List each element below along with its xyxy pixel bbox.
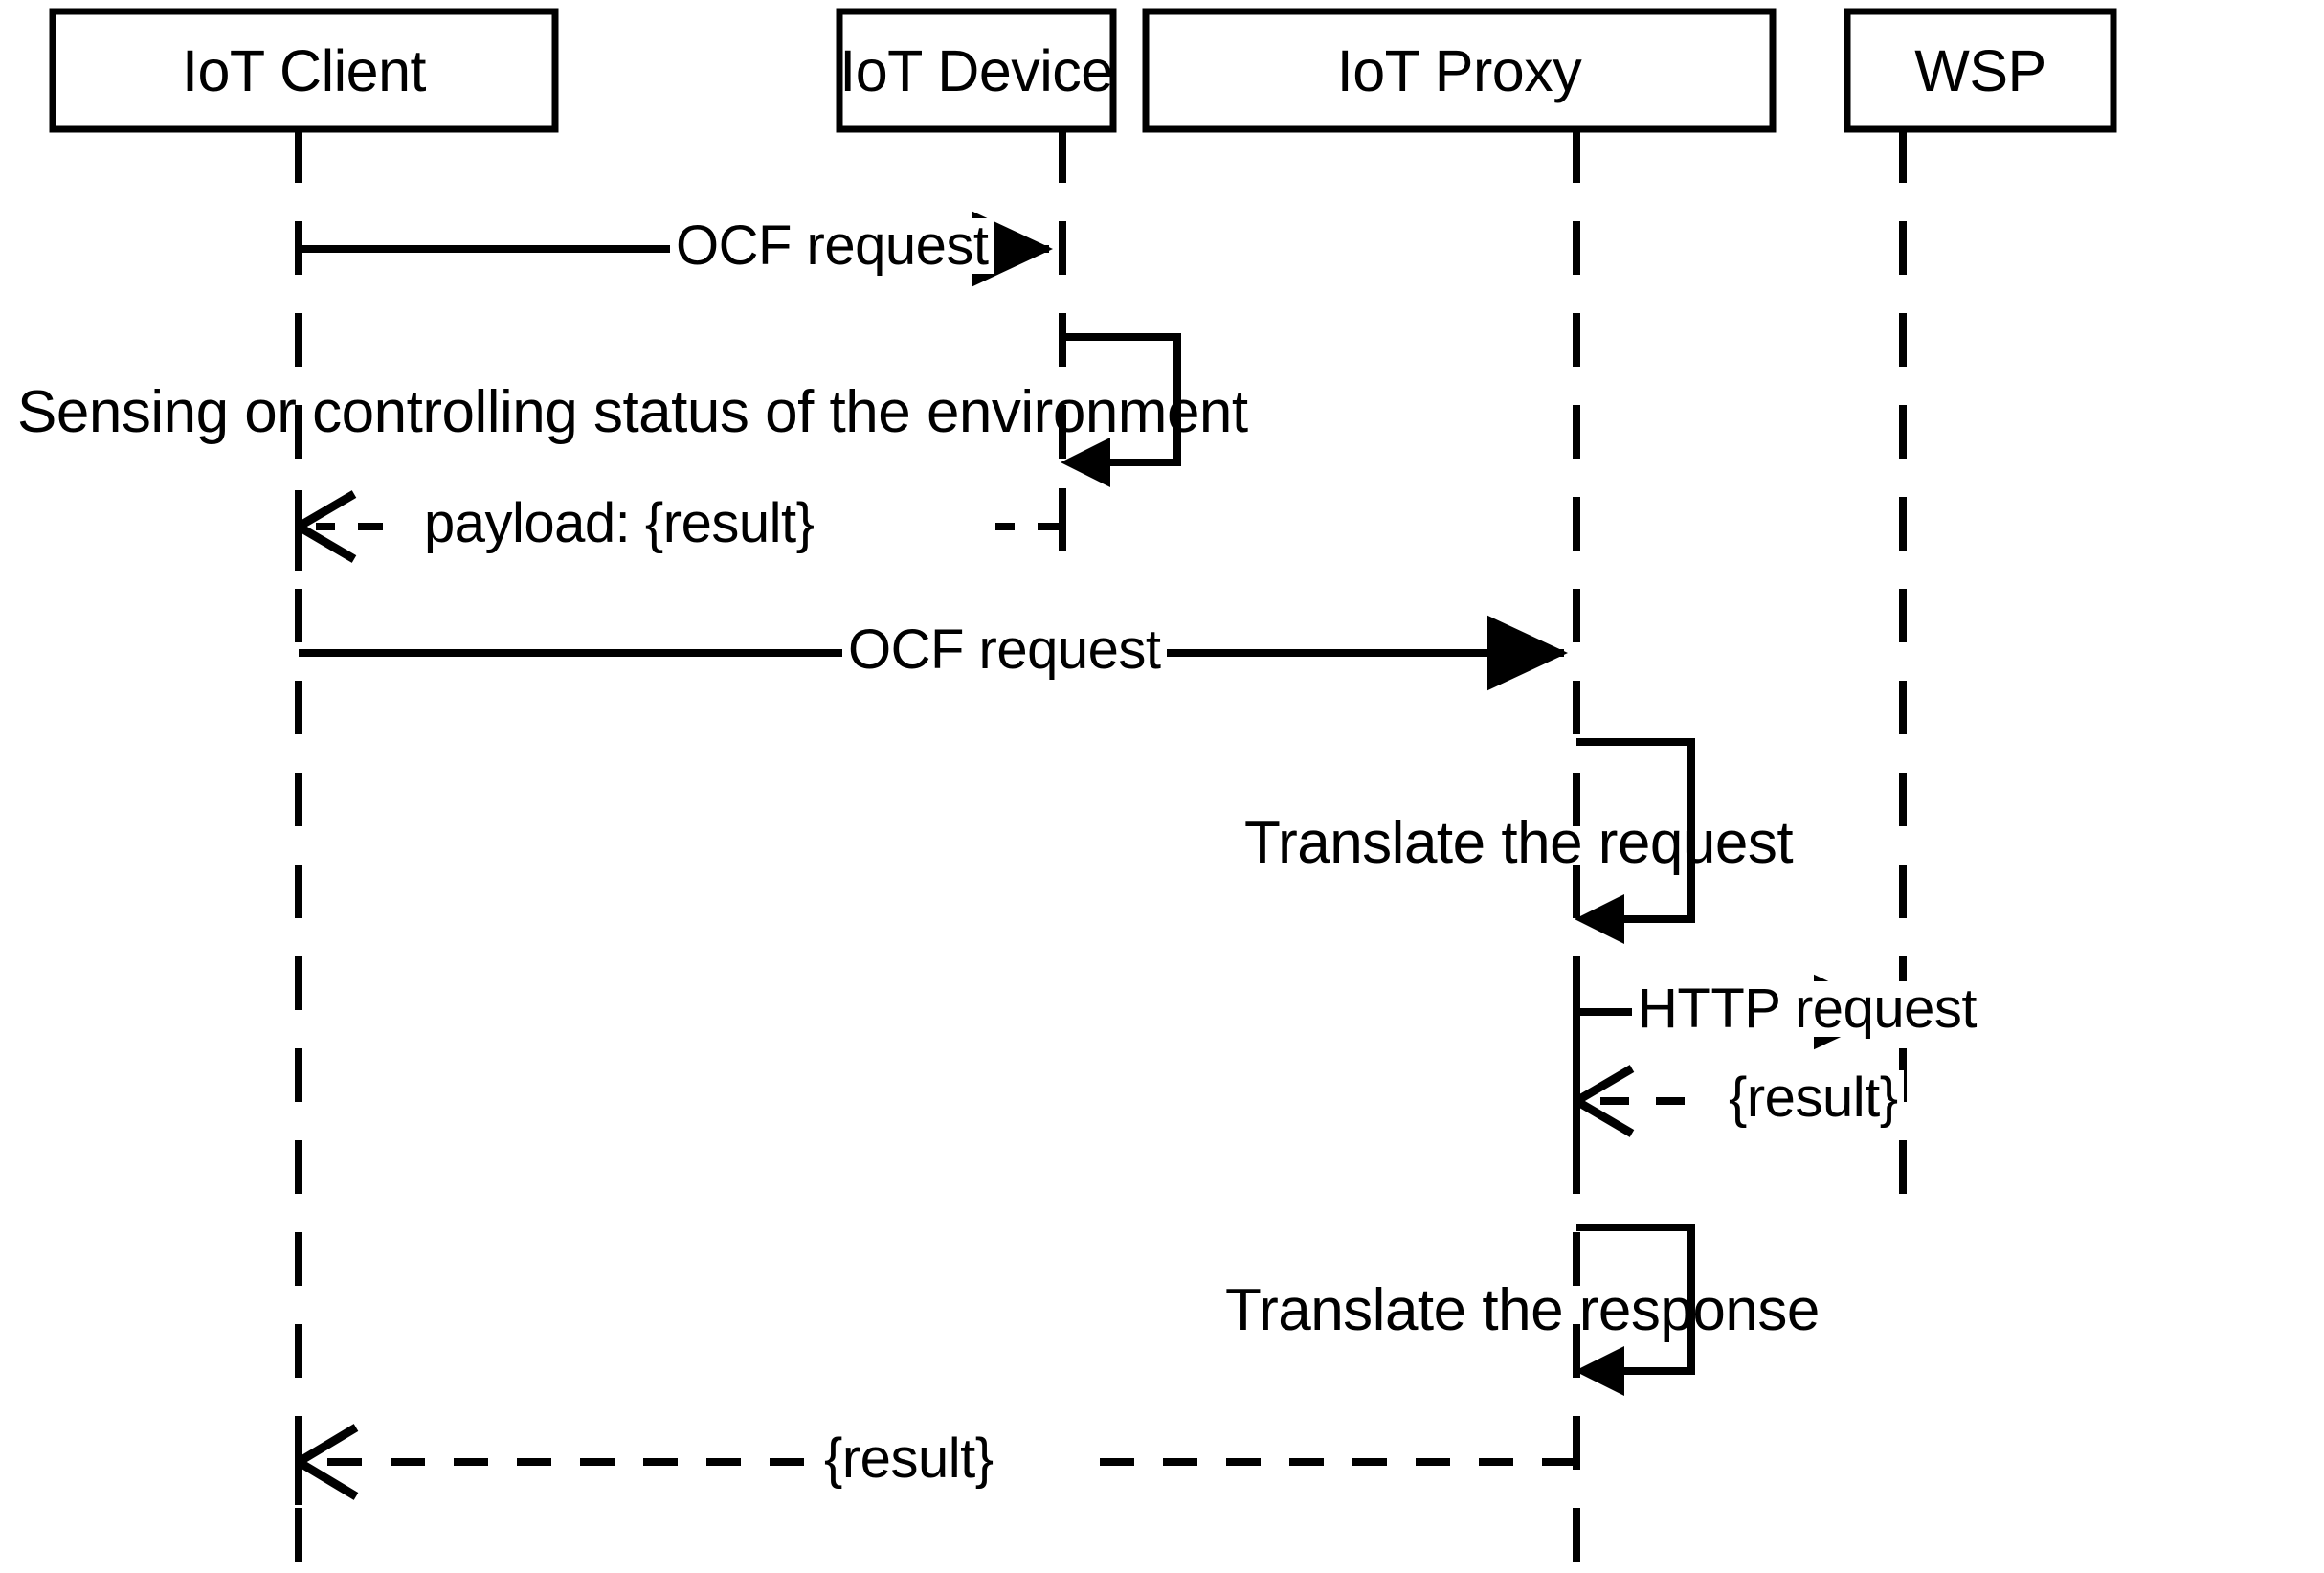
- message-arrow-result-wsp[interactable]: [1573, 1063, 1903, 1143]
- message-label-result-wsp: {result}: [1723, 1070, 1904, 1126]
- message-label-ocf-request-2: OCF request: [842, 622, 1167, 678]
- self-message-label-translate-request: Translate the request: [1244, 810, 1794, 876]
- participant-label-iot-proxy: IoT Proxy: [1146, 11, 1773, 129]
- message-label-http-request: HTTP request: [1632, 981, 1982, 1037]
- participant-label-iot-client: IoT Client: [53, 11, 555, 129]
- self-message-translate-request[interactable]: [1575, 738, 1695, 944]
- participant-box-wsp[interactable]: [1844, 8, 2117, 133]
- message-label-payload-result: payload: {result}: [418, 496, 820, 551]
- message-label-result-final: {result}: [818, 1431, 999, 1487]
- message-arrow-result-final[interactable]: [295, 1424, 1580, 1505]
- participant-box-iot-proxy[interactable]: [1142, 8, 1777, 133]
- participant-label-iot-device: IoT Device: [839, 11, 1113, 129]
- participant-label-text: WSP: [1914, 37, 2046, 103]
- participant-label-text: IoT Device: [839, 37, 1113, 103]
- message-arrow-payload-result[interactable]: [295, 488, 1066, 571]
- self-message-label-sensing-controlling: Sensing or controlling status of the env…: [17, 379, 1248, 445]
- participant-label-wsp: WSP: [1847, 11, 2113, 129]
- message-label-ocf-request-1: OCF request: [670, 218, 994, 274]
- self-message-label-translate-response: Translate the response: [1225, 1277, 1820, 1343]
- self-message-sensing-controlling[interactable]: [1061, 333, 1181, 487]
- self-message-translate-response[interactable]: [1575, 1224, 1695, 1396]
- participant-label-text: IoT Client: [182, 37, 426, 103]
- participant-box-iot-device[interactable]: [836, 8, 1117, 133]
- participant-label-text: IoT Proxy: [1336, 37, 1582, 103]
- participant-box-iot-client[interactable]: [49, 8, 559, 133]
